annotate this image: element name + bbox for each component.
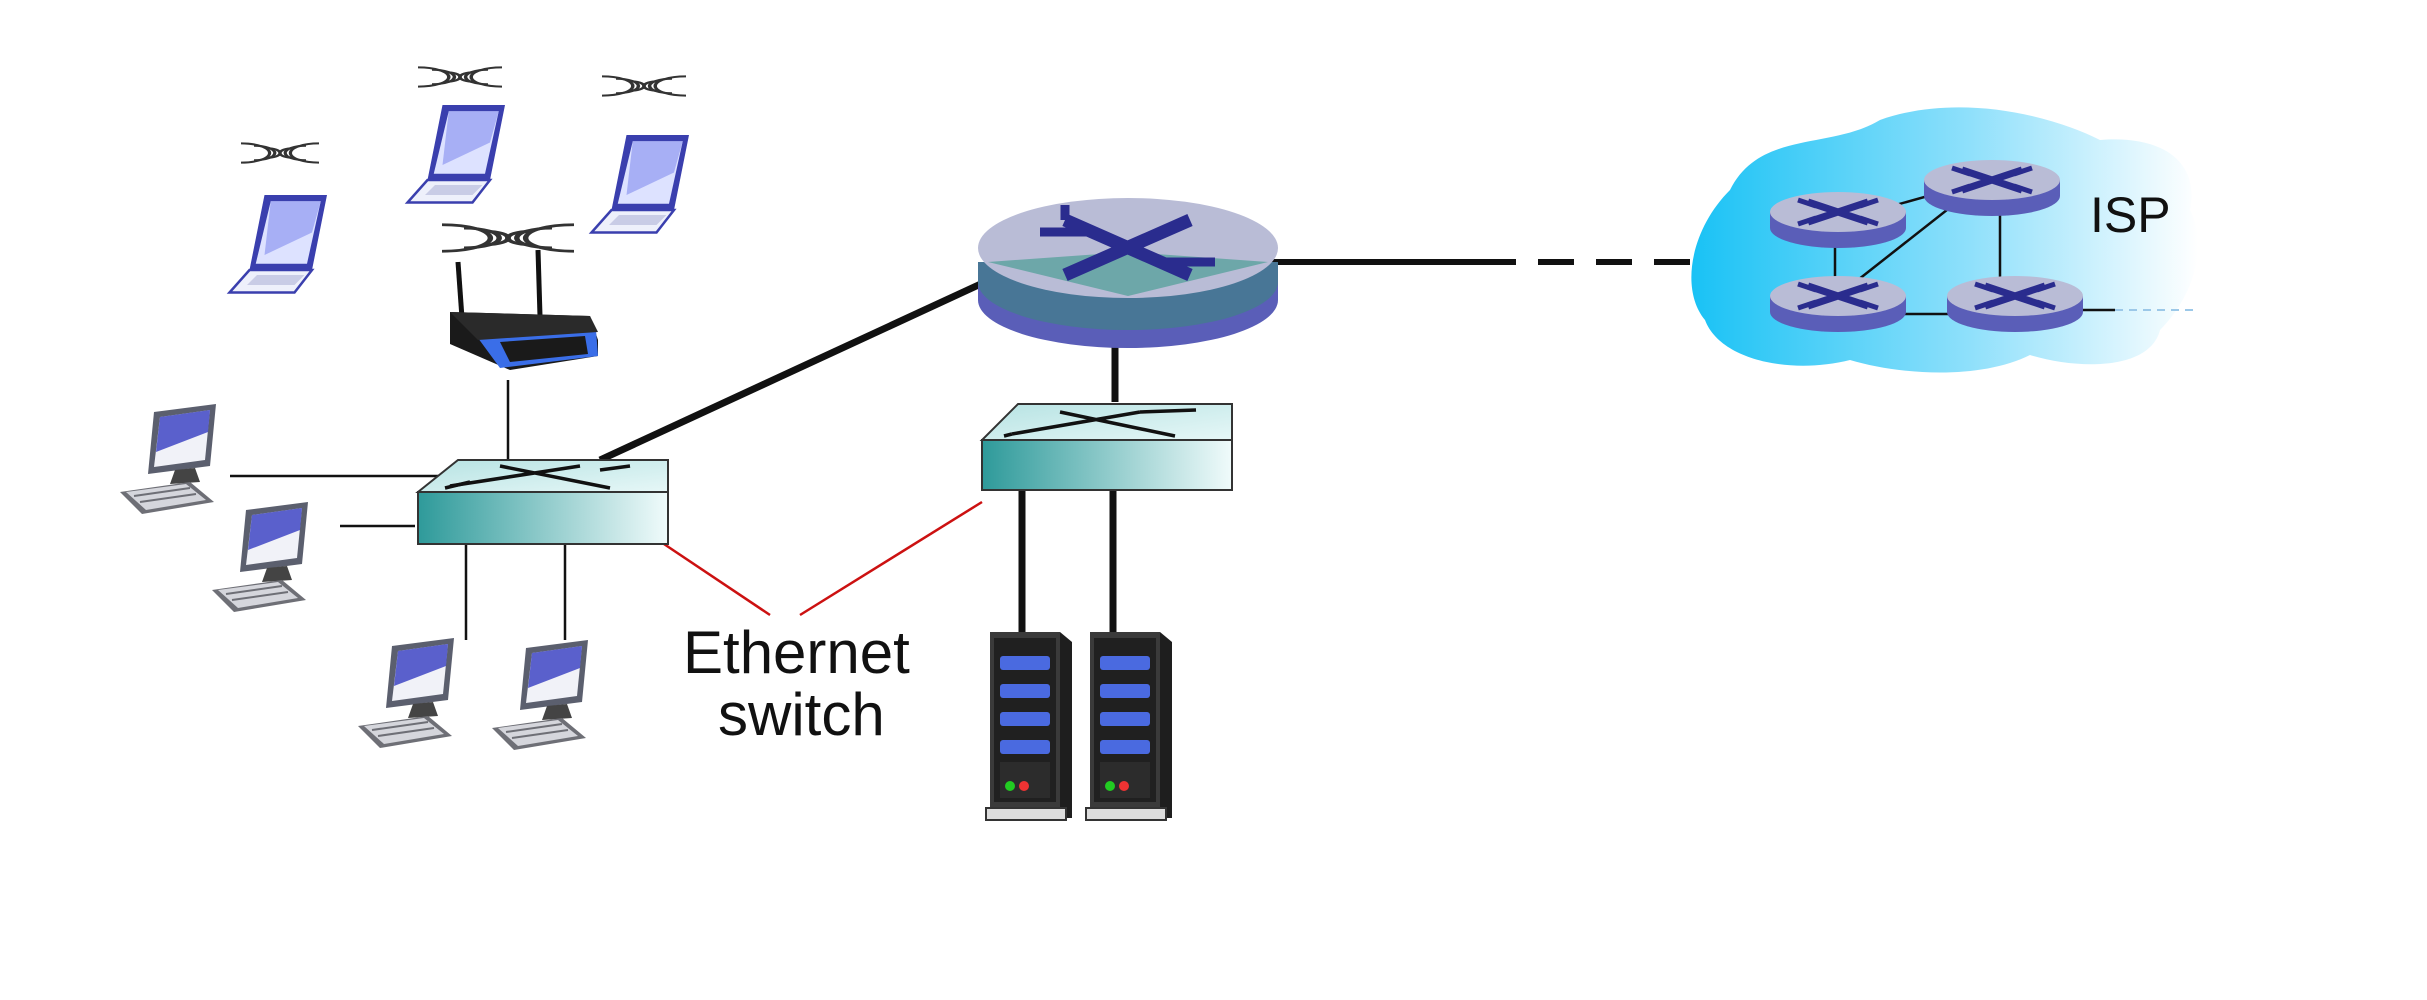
router-icon	[978, 198, 1278, 348]
isp-cloud: ISP	[1691, 107, 2199, 373]
server-icon-1	[985, 631, 1073, 821]
laptop-icon-1	[228, 193, 329, 294]
switch-icon-left	[415, 459, 669, 545]
isp-router-2	[1924, 160, 2060, 216]
ethernet-switch-label-line2: switch	[718, 681, 885, 748]
wifi-waves-laptop-1	[239, 141, 321, 165]
switch-callout-lines	[654, 500, 983, 617]
isp-router-3	[1770, 276, 1906, 332]
wifi-waves-icon	[442, 225, 574, 251]
desktop-icon-4	[491, 639, 589, 751]
wifi-waves-laptop-2	[416, 65, 504, 89]
desktop-icon-2	[211, 501, 309, 613]
switch-icon-right	[979, 403, 1233, 491]
links	[230, 259, 1705, 640]
isp-router-1	[1770, 192, 1906, 248]
server-icon-2	[1085, 631, 1173, 821]
wifi-waves-laptop-3	[600, 74, 688, 98]
desktop-icon-1	[119, 403, 217, 515]
laptop-icon-3	[590, 133, 691, 234]
isp-router-4	[1947, 276, 2083, 332]
ethernet-switch-label-line1: Ethernet	[683, 619, 910, 686]
laptop-icon-2	[406, 103, 507, 204]
desktop-icon-3	[357, 637, 455, 749]
isp-label: ISP	[2090, 187, 2171, 243]
wireless-router-icon	[450, 249, 598, 370]
